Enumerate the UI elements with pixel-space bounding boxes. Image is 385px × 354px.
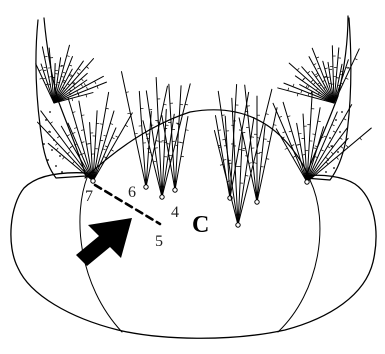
seta-label-5: 5 [155,233,163,250]
right-panel-line [278,180,320,332]
pointer-arrow-icon [76,218,132,266]
seta-label-6: 6 [128,184,136,201]
seta-label-7: 7 [85,188,93,205]
dorsal-arch [85,110,310,178]
seta-label-4: 4 [171,204,179,221]
body-outline [11,173,376,339]
group-label-c: C [192,212,209,238]
